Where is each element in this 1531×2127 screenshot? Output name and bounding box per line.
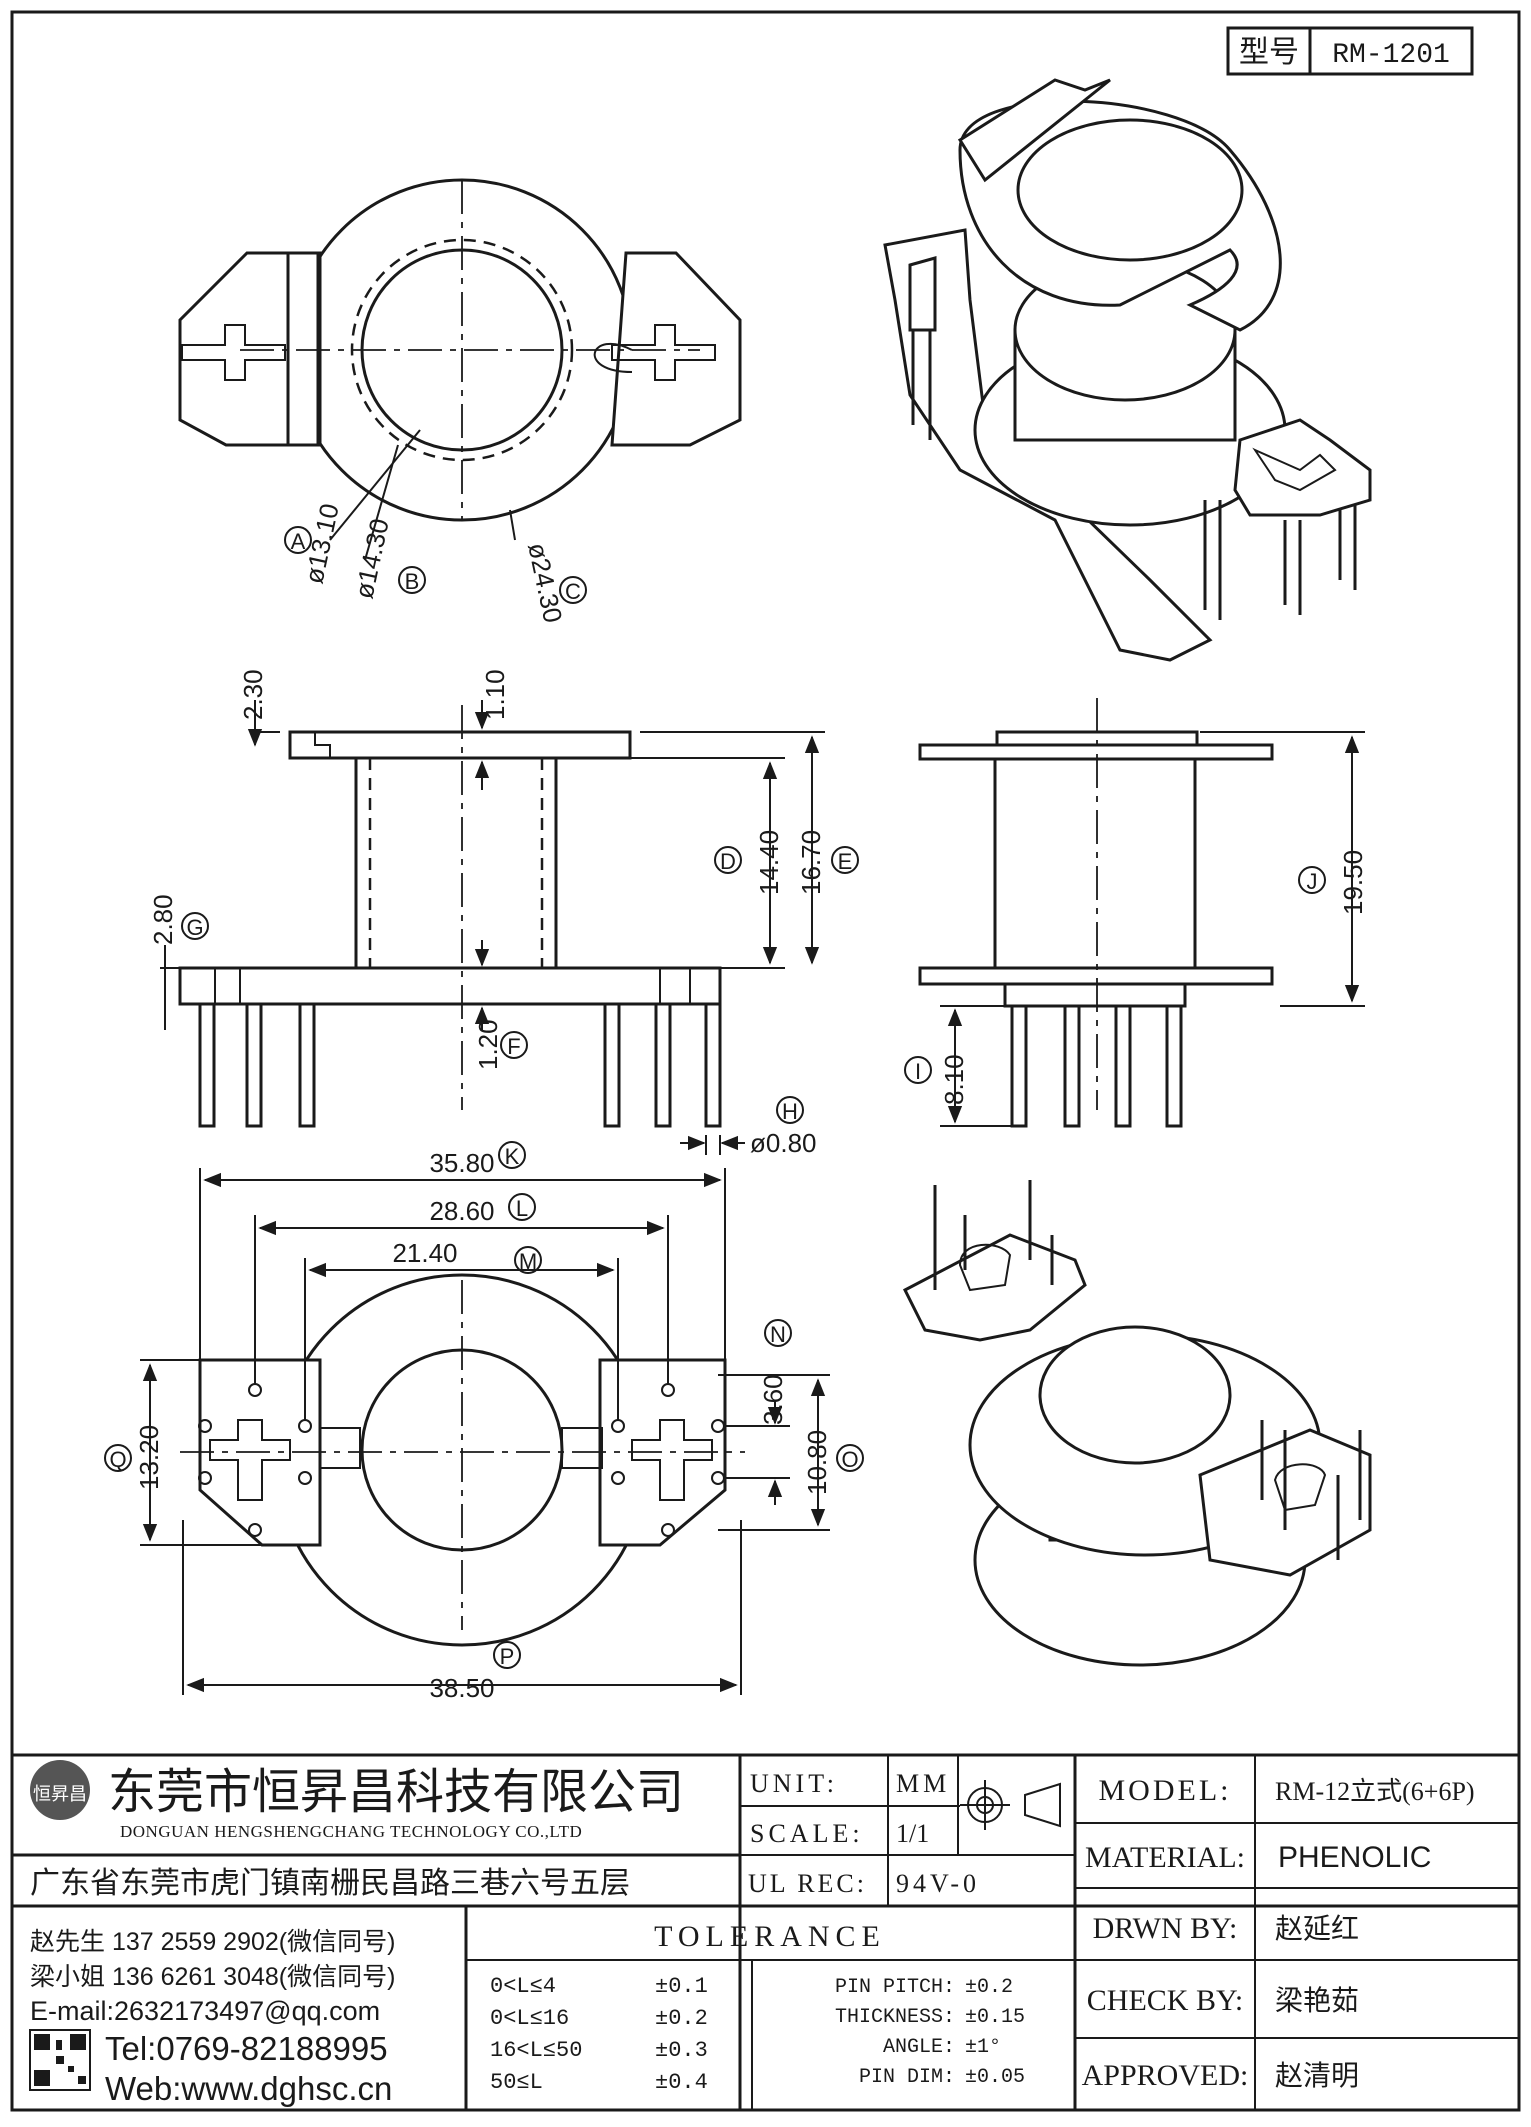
marker-L: L — [516, 1196, 528, 1221]
dim-Q: 13.20 — [134, 1425, 164, 1490]
svg-text:恒昇昌: 恒昇昌 — [33, 1784, 87, 1804]
email: E-mail:2632173497@qq.com — [30, 1996, 380, 2026]
check-value: 梁艳茹 — [1275, 1985, 1359, 2016]
marker-A: A — [291, 529, 306, 554]
tol-range-2: 0<L≤16 — [490, 2006, 569, 2031]
company-name-cn: 东莞市恒昇昌科技有限公司 — [108, 1766, 684, 1819]
model-box: 型号 RM-1201 — [1226, 26, 1474, 76]
tol-range-3: 16<L≤50 — [490, 2038, 582, 2063]
approved-value: 赵清明 — [1275, 2060, 1359, 2091]
tol-range-4: 50≤L — [490, 2070, 543, 2095]
spec-value-2: ±0.15 — [965, 2006, 1025, 2029]
dim-M: 21.40 — [392, 1238, 457, 1268]
tolerance-title: TOLERANCE — [654, 1920, 886, 1953]
dim-F: 1.20 — [473, 1019, 503, 1070]
scale-label: SCALE: — [750, 1819, 864, 1848]
bottom-view: 35.80 K 28.60 L 21.40 M 13.20 Q 3.60 N — [104, 1141, 864, 1703]
company-logo: 恒昇昌 — [30, 1760, 90, 1820]
marker-C: C — [565, 579, 581, 604]
marker-H: H — [782, 1099, 798, 1124]
qr-code-icon — [29, 2029, 91, 2091]
front-view: 2.30 1.10 14.40 D 16.70 E 2.80 G 1.20 F … — [148, 669, 859, 1158]
marker-P: P — [500, 1644, 515, 1669]
marker-O: O — [841, 1447, 858, 1472]
tol-value-3: ±0.3 — [655, 2038, 708, 2063]
tol-range-1: 0<L≤4 — [490, 1974, 556, 1999]
spec-label-4: PIN DIM: — [859, 2066, 955, 2089]
approved-label: APPROVED: — [1082, 2059, 1249, 2092]
marker-Q: Q — [109, 1447, 126, 1472]
drawing-frame — [10, 10, 1521, 2112]
ulrec-label: UL REC: — [748, 1869, 867, 1898]
dim-K: 35.80 — [429, 1148, 494, 1178]
dim-G: 2.80 — [148, 894, 178, 945]
tol-value-2: ±0.2 — [655, 2006, 708, 2031]
check-label: CHECK BY: — [1087, 1984, 1243, 2017]
marker-N: N — [770, 1322, 786, 1347]
scale-value: 1/1 — [896, 1819, 929, 1848]
marker-I: I — [915, 1059, 921, 1084]
model-box-label: 型号 — [1239, 36, 1299, 69]
spec-label-3: ANGLE: — [883, 2036, 955, 2059]
iso-view-bottom — [903, 1180, 1372, 1667]
dim-O: 10.80 — [802, 1430, 832, 1495]
dim-E: 16.70 — [796, 830, 826, 895]
model-value: RM-12立式(6+6P) — [1275, 1777, 1475, 1806]
material-value: PHENOLIC — [1278, 1841, 1431, 1874]
drawn-label: DRWN BY: — [1093, 1912, 1238, 1945]
contact-2: 梁小姐 136 6261 3048(微信同号) — [30, 1963, 395, 1991]
marker-M: M — [519, 1249, 537, 1274]
dim-J: 19.50 — [1338, 850, 1368, 915]
unit-label: UNIT: — [750, 1769, 838, 1798]
telephone: Tel:0769-82188995 — [105, 2030, 388, 2067]
company-address: 广东省东莞市虎门镇南栅民昌路三巷六号五层 — [30, 1867, 630, 1900]
tol-value-1: ±0.1 — [655, 1974, 708, 1999]
projection-symbol-icon — [960, 1780, 1061, 1830]
unit-value: MM — [896, 1769, 950, 1798]
dim-D: 14.40 — [754, 830, 784, 895]
tol-value-4: ±0.4 — [655, 2070, 708, 2095]
side-view: 19.50 J 8.10 I — [904, 698, 1368, 1128]
model-box-value: RM-1201 — [1332, 40, 1450, 71]
marker-G: G — [186, 915, 203, 940]
dim-N: 3.60 — [758, 1374, 788, 1425]
dim-P: 38.50 — [429, 1673, 494, 1703]
drawn-value: 赵延红 — [1275, 1913, 1359, 1944]
spec-value-3: ±1° — [965, 2036, 1001, 2059]
dim-B: ø14.30 — [349, 516, 395, 601]
dim-I: 8.10 — [939, 1054, 969, 1105]
marker-E: E — [838, 849, 853, 874]
spec-label-1: PIN PITCH: — [835, 1976, 955, 1999]
contact-1: 赵先生 137 2559 2902(微信同号) — [30, 1928, 395, 1956]
dim-L: 28.60 — [429, 1196, 494, 1226]
dim-A: ø13.10 — [299, 501, 345, 586]
marker-J: J — [1307, 869, 1318, 894]
company-name-en: DONGUAN HENGSHENGCHANG TECHNOLOGY CO.,LT… — [120, 1822, 582, 1841]
material-label: MATERIAL: — [1085, 1841, 1245, 1874]
top-view: A ø13.10 ø14.30 B ø24.30 C — [178, 178, 742, 625]
iso-view-top — [883, 78, 1372, 662]
dim-H: ø0.80 — [750, 1128, 817, 1158]
marker-D: D — [720, 849, 736, 874]
website: Web:www.dghsc.cn — [105, 2070, 392, 2107]
spec-value-4: ±0.05 — [965, 2066, 1025, 2089]
spec-label-2: THICKNESS: — [835, 2006, 955, 2029]
marker-K: K — [505, 1144, 520, 1169]
marker-B: B — [405, 569, 420, 594]
ulrec-value: 94V-0 — [896, 1869, 980, 1898]
model-label: MODEL: — [1099, 1774, 1232, 1807]
dim-flange-top: 1.10 — [480, 669, 510, 720]
spec-value-1: ±0.2 — [965, 1976, 1013, 1999]
dim-top-clearance: 2.30 — [238, 669, 268, 720]
title-block: 恒昇昌 东莞市恒昇昌科技有限公司 DONGUAN HENGSHENGCHANG … — [12, 1753, 1519, 2110]
marker-F: F — [507, 1034, 520, 1059]
